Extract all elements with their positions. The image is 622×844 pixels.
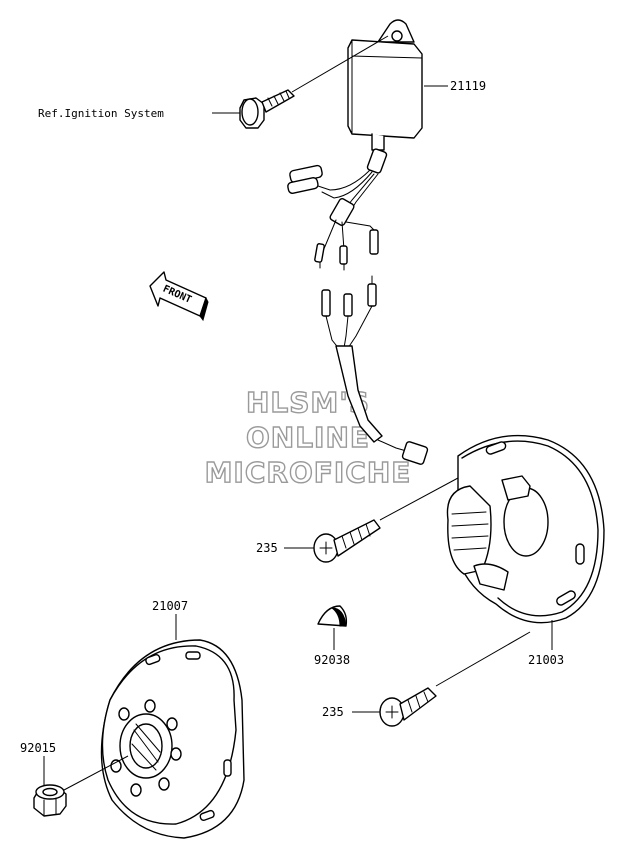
watermark-line-3: MICROFICHE [205,456,412,489]
leader-bolt-cdi [291,35,389,93]
leader-nut [63,755,129,791]
callout-21007[interactable]: 21007 [152,599,188,613]
front-direction-arrow: FRONT [149,271,209,322]
cdi-mount-bolt[interactable] [239,89,295,129]
screw-235-lower[interactable] [379,687,437,727]
ref-ignition-system-label[interactable]: Ref.Ignition System [38,107,164,120]
screw-235-upper[interactable] [313,519,381,563]
callout-21003[interactable]: 21003 [528,653,564,667]
stator-21003[interactable] [446,434,605,624]
leader-screw-lower [435,631,531,687]
callout-92038[interactable]: 92038 [314,653,350,667]
callout-92015[interactable]: 92015 [20,741,56,755]
watermark-line-2: ONLINE [246,421,370,454]
callout-21119[interactable]: 21119 [450,79,486,93]
leader-screw-upper [379,477,459,521]
cdi-unit-21119[interactable] [287,19,423,271]
callout-235-upper[interactable]: 235 [256,541,278,555]
nut-92015[interactable] [33,784,67,817]
flywheel-21007[interactable] [100,639,245,839]
stator-harness [321,275,429,465]
callout-235-lower[interactable]: 235 [322,705,344,719]
key-92038[interactable] [317,605,348,627]
